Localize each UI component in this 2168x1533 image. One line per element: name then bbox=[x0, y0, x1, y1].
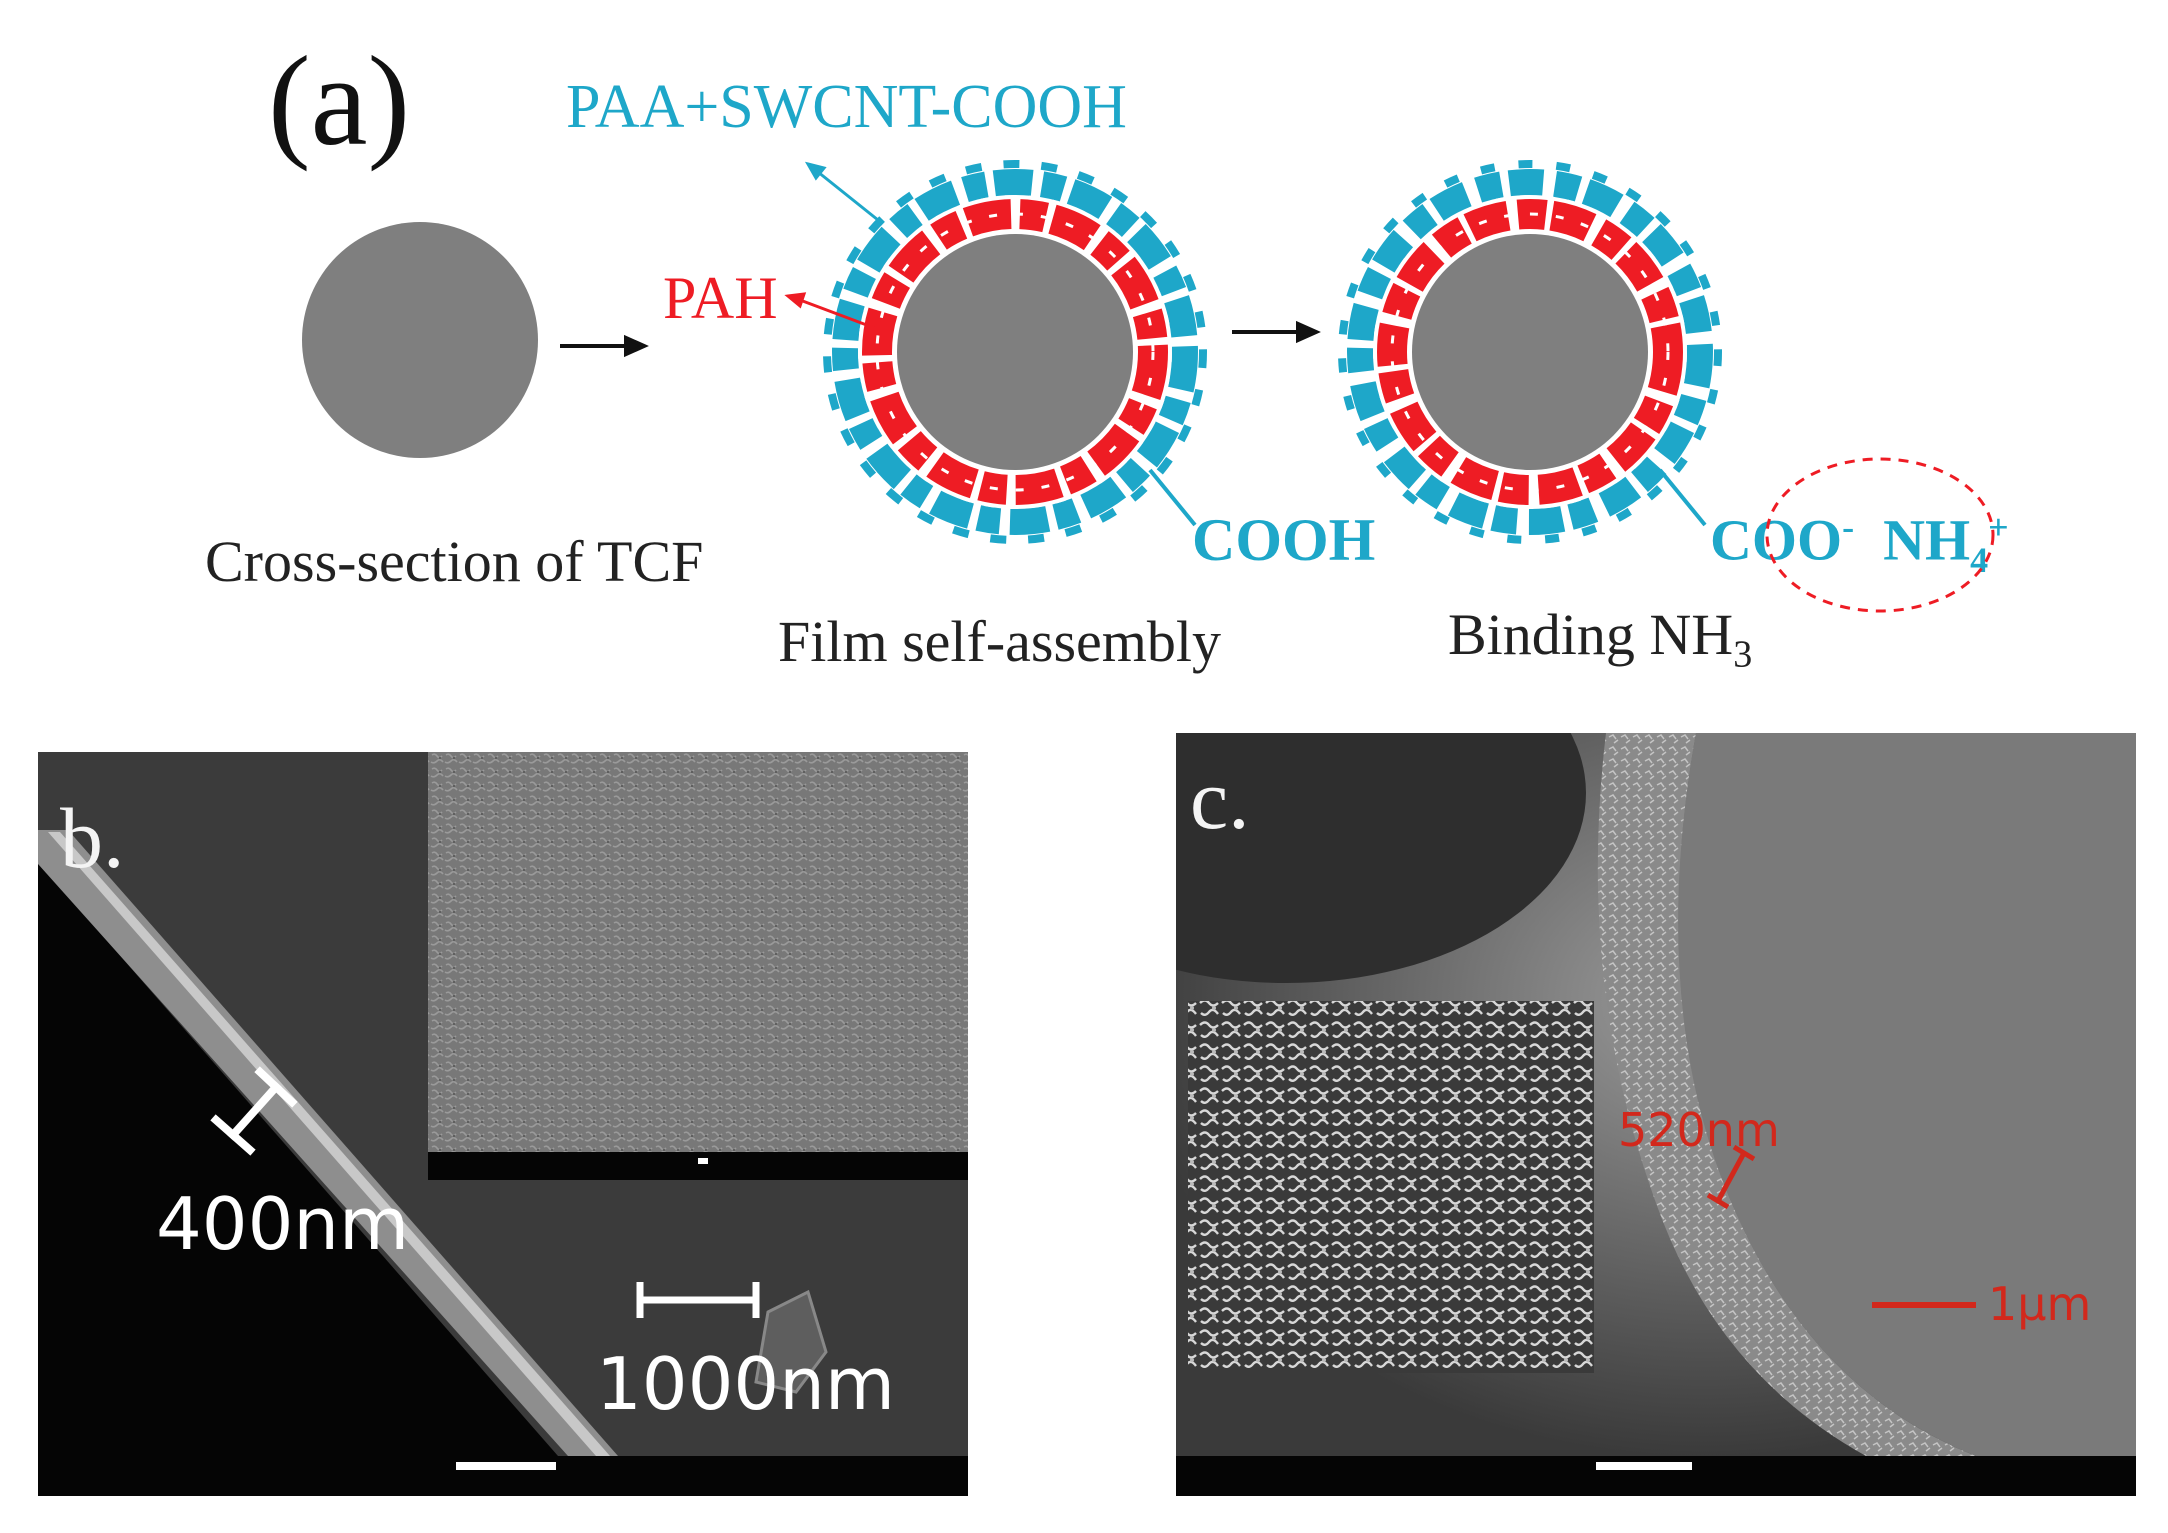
debris bbox=[754, 1289, 828, 1394]
film-self-assembly-caption: Film self-assembly bbox=[778, 609, 1222, 674]
schematic-graphics bbox=[302, 160, 1995, 613]
film-thickness-label: 400nm bbox=[156, 1182, 410, 1266]
sem-panel-b: b. 400nm 1000nm bbox=[38, 752, 968, 1496]
cooh-label: COOH bbox=[1192, 507, 1376, 573]
coo-pointer bbox=[1658, 468, 1707, 527]
sem-b-databar-scale bbox=[456, 1462, 556, 1470]
pah-pointer bbox=[784, 292, 881, 332]
sem-b-inset bbox=[428, 752, 968, 1152]
nh-text: NH bbox=[1883, 507, 1971, 573]
cooh-pointer bbox=[1148, 468, 1197, 527]
sem-b-graphics bbox=[38, 752, 968, 1456]
film-thickness-marker bbox=[210, 1066, 298, 1156]
film-band bbox=[1597, 733, 1976, 1456]
bare-fiber-circle bbox=[302, 222, 538, 458]
panel-a-label: (a) bbox=[268, 30, 411, 172]
fiber-body bbox=[1678, 733, 2136, 1456]
nh4-subscript: 4 bbox=[1970, 539, 1989, 580]
sem-c-inset bbox=[1188, 1001, 1594, 1373]
cross-section-caption: Cross-section of TCF bbox=[205, 529, 704, 594]
sem-panel-c: c. 520nm 1μm bbox=[1176, 733, 2136, 1496]
coated-fiber-1 bbox=[823, 160, 1207, 544]
scale-bar-1000nm bbox=[636, 1282, 760, 1318]
film-thickness-label-c: 520nm bbox=[1618, 1103, 1780, 1157]
arrow-2 bbox=[1232, 320, 1321, 344]
sem-b-inset-databar bbox=[428, 1152, 968, 1180]
scale-bar-label: 1000nm bbox=[596, 1342, 896, 1426]
coo-text: COO bbox=[1710, 507, 1843, 573]
paa-swcnt-label: PAA+SWCNT-COOH bbox=[566, 73, 1127, 141]
sem-c-databar-scale bbox=[1596, 1462, 1692, 1470]
coo-charge: - bbox=[1842, 507, 1855, 547]
film-thickness-marker-c bbox=[1706, 1144, 1756, 1210]
pah-label: PAH bbox=[663, 265, 778, 331]
sem-c-graphics bbox=[1176, 733, 2136, 1496]
substrate-dark-region bbox=[38, 862, 558, 1456]
nh3-subscript: 3 bbox=[1733, 633, 1753, 676]
panel-b-label: b. bbox=[60, 790, 125, 886]
binding-nh3-caption: Binding NH3 bbox=[1448, 601, 1752, 677]
panel-c-label: c. bbox=[1190, 751, 1250, 847]
arrow-1 bbox=[560, 334, 649, 358]
nh4-dashed-ellipse bbox=[1765, 457, 1995, 613]
coo-nh4-label: COO- NH4+ bbox=[1710, 506, 2009, 581]
coated-fiber-2 bbox=[1338, 160, 1722, 544]
sem-c-databar bbox=[1176, 1456, 2136, 1496]
binding-text: Binding NH bbox=[1448, 602, 1734, 667]
scale-bar-label-c: 1μm bbox=[1988, 1277, 2092, 1331]
dark-fiber-left bbox=[1176, 733, 1586, 983]
sem-b-databar bbox=[38, 1456, 968, 1496]
paa-pointer bbox=[804, 161, 879, 222]
